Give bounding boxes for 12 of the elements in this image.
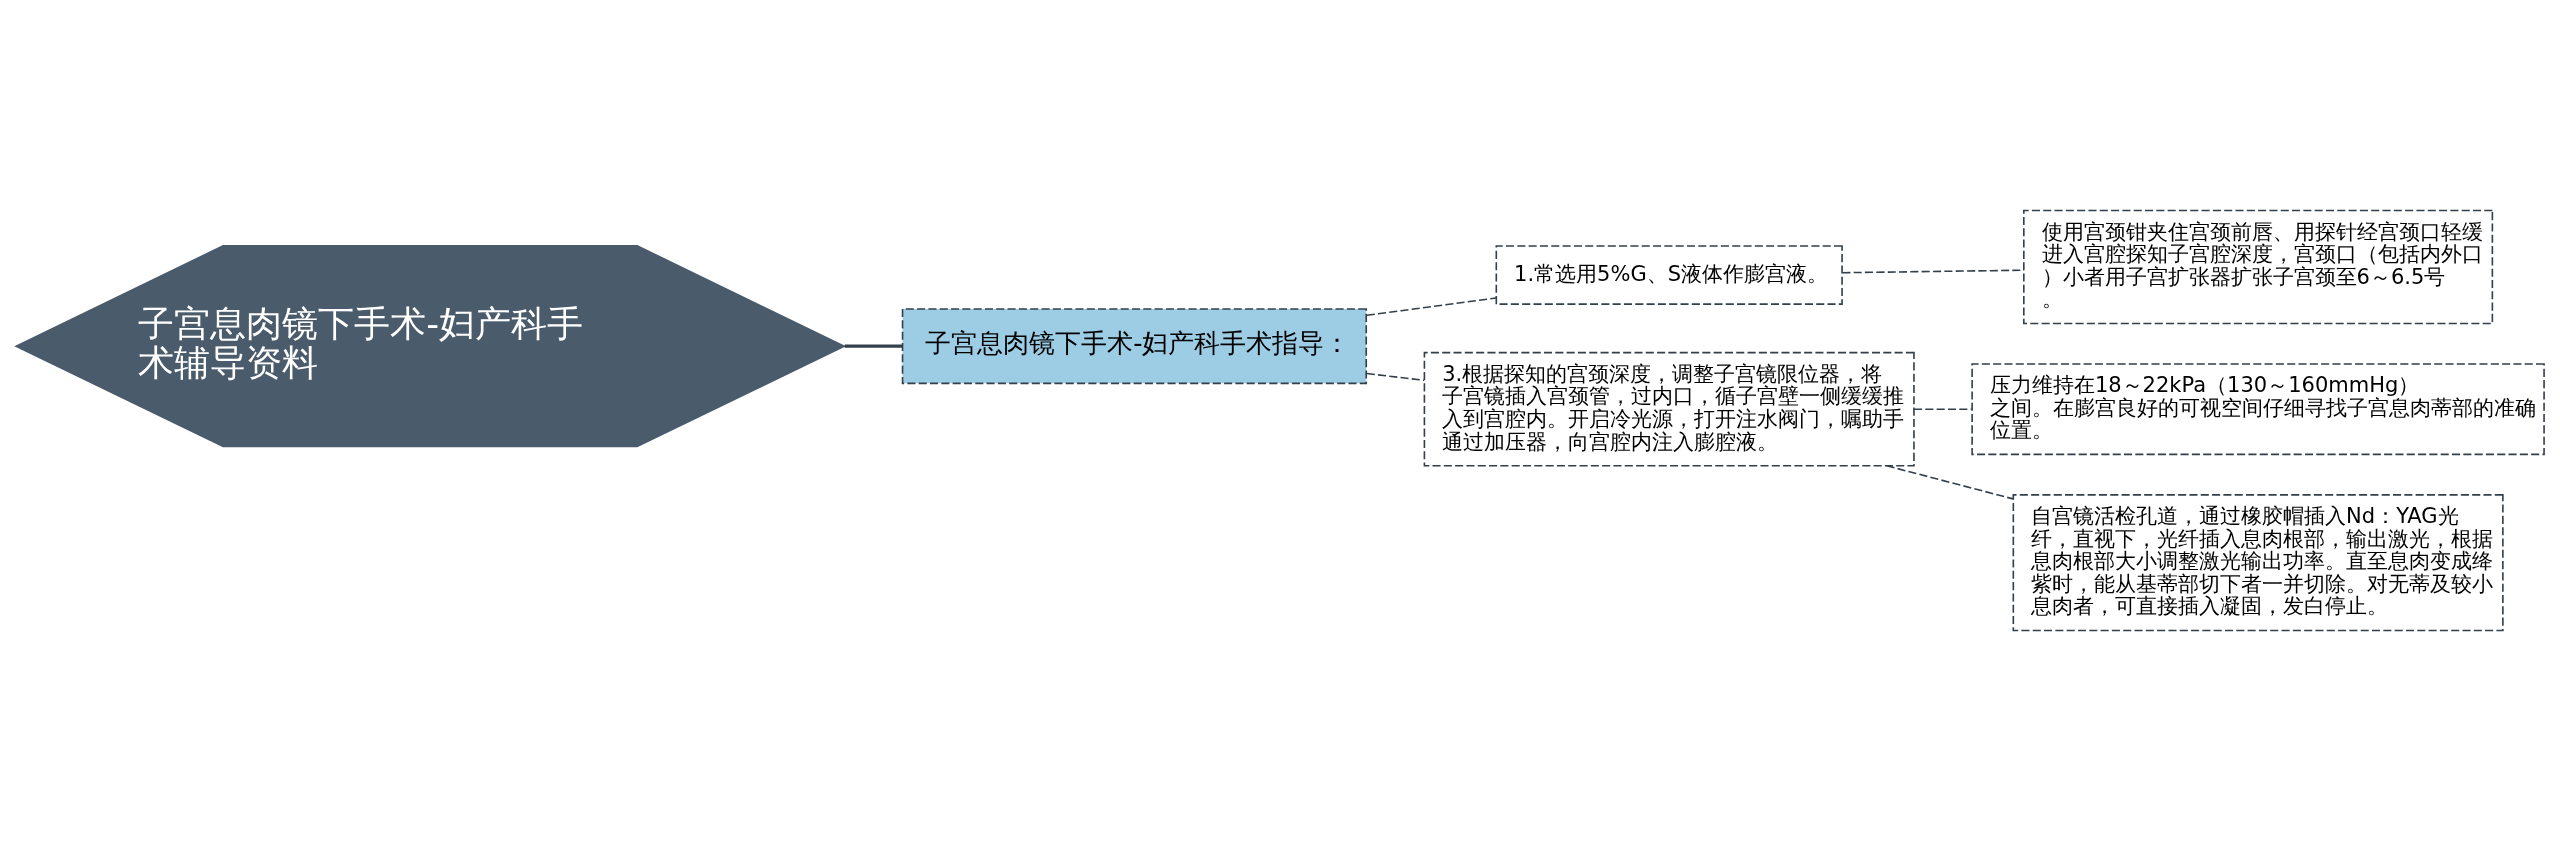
connector <box>844 344 903 348</box>
connector <box>1366 372 1426 382</box>
node-box: 子宫息肉镜下手术-妇产科手术指导： <box>901 308 1368 385</box>
connector <box>1886 465 2014 500</box>
connector <box>1841 269 2025 274</box>
connector <box>1913 408 1973 410</box>
node-box: 压力维持在18～22kPa（130～160mmHg）之间。在膨宫良好的可视空间仔细寻找子宫息肉蒂部的准确位置。 <box>1971 363 2545 456</box>
node-box: 自宫镜活检孔道，通过橡胶帽插入Nd：YAG光纤，直视下，光纤插入息肉根部，输出激光，根据息肉根部大小调整激光输出功率。直至息肉变成绛紫时，能从基蒂部切下者一并切除。对无蒂及较小息肉者，可直接插入凝固，发白停止。 <box>2012 494 2504 632</box>
node-box: 1.常选用5%G、S液体作膨宫液。 <box>1495 245 1843 305</box>
node-box: 使用宫颈钳夹住宫颈前唇、用探针经宫颈口轻缓进入宫腔探知子宫腔深度，宫颈口（包括内外口）小者用子宫扩张器扩张子宫颈至6～6.5号。 <box>2023 209 2494 325</box>
node-box: 3.根据探知的宫颈深度，调整子宫镜限位器，将子宫镜插入宫颈管，过内口，循子宫壁一侧缓缓推入到宫腔内。开启冷光源，打开注水阀门，嘱助手通过加压器，向宫腔内注入膨腔液。 <box>1423 351 1915 467</box>
connector <box>1366 297 1497 317</box>
